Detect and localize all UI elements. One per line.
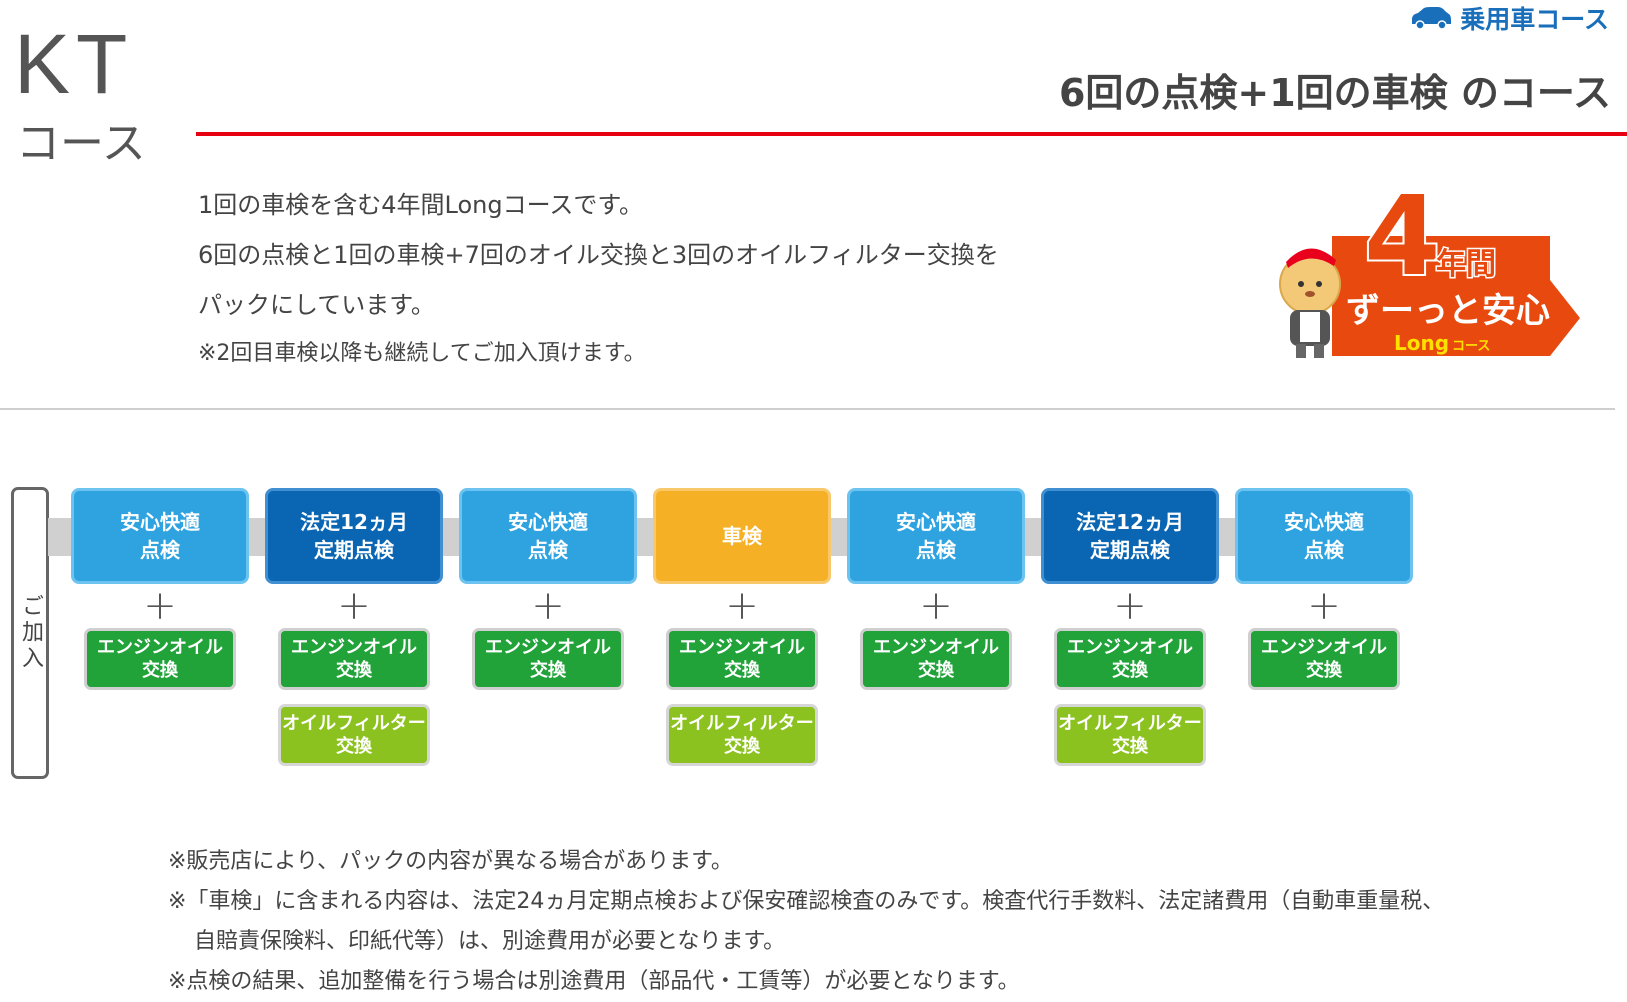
oil-filter-box: オイルフィルター 交換 bbox=[666, 704, 818, 766]
inspection-label: 法定12ヵ月 bbox=[1076, 510, 1184, 534]
engine-oil-label: 交換 bbox=[724, 660, 760, 681]
inspection-label: 定期点検 bbox=[314, 538, 394, 562]
inspection-label: 点検 bbox=[916, 538, 956, 562]
car-icon bbox=[1412, 7, 1452, 30]
timeline-step: 安心快適 点検 + エンジンオイル 交換 bbox=[847, 488, 1025, 690]
engine-oil-label: 交換 bbox=[1306, 660, 1342, 681]
heading-divider bbox=[196, 132, 1627, 136]
timeline-step: 車検 + エンジンオイル 交換 オイルフィルター 交換 bbox=[653, 488, 831, 766]
engine-oil-label: 交換 bbox=[1112, 660, 1148, 681]
plus-icon: + bbox=[1113, 583, 1147, 629]
engine-oil-box: エンジンオイル 交換 bbox=[1248, 628, 1400, 690]
engine-oil-box: エンジンオイル 交換 bbox=[278, 628, 430, 690]
mascot-icon bbox=[1279, 248, 1341, 358]
plus-icon: + bbox=[919, 583, 953, 629]
inspection-box: 安心快適 点検 bbox=[459, 488, 637, 584]
footnote: ※販売店により、パックの内容が異なる場合があります。 bbox=[168, 849, 733, 874]
logo-years: 4 bbox=[1364, 180, 1441, 300]
oil-filter-box: オイルフィルター 交換 bbox=[1054, 704, 1206, 766]
oil-filter-label: オイルフィルター bbox=[282, 713, 426, 734]
description-line: 1回の車検を含む4年間Longコースです。 bbox=[198, 191, 644, 219]
description-line: パックにしています。 bbox=[198, 291, 435, 319]
engine-oil-label: エンジンオイル bbox=[1261, 637, 1387, 658]
engine-oil-box: エンジンオイル 交換 bbox=[472, 628, 624, 690]
engine-oil-box: エンジンオイル 交換 bbox=[860, 628, 1012, 690]
footnote: ※「車検」に含まれる内容は、法定24ヵ月定期点検および保安確認検査のみです。検査… bbox=[168, 889, 1445, 914]
plus-icon: + bbox=[531, 583, 565, 629]
shaken-box: 車検 bbox=[653, 488, 831, 584]
engine-oil-box: エンジンオイル 交換 bbox=[84, 628, 236, 690]
inspection-box: 法定12ヵ月 定期点検 bbox=[1041, 488, 1219, 584]
category-label: 乗用車コース bbox=[1460, 5, 1609, 34]
course-subtitle: コース bbox=[16, 118, 146, 169]
oil-filter-label: オイルフィルター bbox=[1058, 713, 1202, 734]
timeline-step: 安心快適 点検 + エンジンオイル 交換 bbox=[1235, 488, 1413, 690]
course-title: KT bbox=[14, 17, 134, 111]
engine-oil-box: エンジンオイル 交換 bbox=[666, 628, 818, 690]
inspection-label: 安心快適 bbox=[896, 510, 976, 534]
engine-oil-label: 交換 bbox=[918, 660, 954, 681]
inspection-box: 法定12ヵ月 定期点検 bbox=[265, 488, 443, 584]
engine-oil-label: エンジンオイル bbox=[1067, 637, 1193, 658]
inspection-label: 車検 bbox=[722, 524, 762, 548]
oil-filter-label: 交換 bbox=[336, 736, 372, 757]
timeline-step: 安心快適 点検 + エンジンオイル 交換 bbox=[459, 488, 637, 690]
join-marker: ご加入 bbox=[11, 487, 49, 779]
footnote: ※点検の結果、追加整備を行う場合は別途費用（部品代・工賃等）が必要となります。 bbox=[168, 969, 1020, 994]
oil-filter-label: 交換 bbox=[1112, 736, 1148, 757]
engine-oil-label: エンジンオイル bbox=[679, 637, 805, 658]
plus-icon: + bbox=[1307, 583, 1341, 629]
logo-slogan: ずーっと安心 bbox=[1346, 291, 1550, 331]
inspection-box: 安心快適 点検 bbox=[71, 488, 249, 584]
inspection-label: 定期点検 bbox=[1090, 538, 1170, 562]
footnotes: ※販売店により、パックの内容が異なる場合があります。 ※「車検」に含まれる内容は… bbox=[168, 842, 1444, 1002]
description-line: 6回の点検と1回の車検+7回のオイル交換と3回のオイルフィルター交換を bbox=[198, 241, 999, 269]
engine-oil-label: 交換 bbox=[142, 660, 178, 681]
description-note: ※2回目車検以降も継続してご加入頂けます。 bbox=[198, 341, 646, 366]
timeline-step: 法定12ヵ月 定期点検 + エンジンオイル 交換 オイルフィルター 交換 bbox=[1041, 488, 1219, 766]
plus-icon: + bbox=[143, 583, 177, 629]
course-description: 1回の車検を含む4年間Longコースです。 6回の点検と1回の車検+7回のオイル… bbox=[198, 180, 999, 378]
plus-icon: + bbox=[725, 583, 759, 629]
inspection-label: 点検 bbox=[1304, 538, 1344, 562]
inspection-label: 法定12ヵ月 bbox=[300, 510, 408, 534]
long-course-logo: 4 年間 ずーっと安心 Long コース bbox=[1279, 180, 1580, 358]
inspection-box: 安心快適 点検 bbox=[847, 488, 1025, 584]
inspection-label: 点検 bbox=[140, 538, 180, 562]
category-badge: 乗用車コース bbox=[1410, 0, 1609, 36]
engine-oil-label: エンジンオイル bbox=[97, 637, 223, 658]
engine-oil-label: エンジンオイル bbox=[485, 637, 611, 658]
logo-years-label: 年間 bbox=[1436, 247, 1496, 282]
engine-oil-label: 交換 bbox=[336, 660, 372, 681]
engine-oil-box: エンジンオイル 交換 bbox=[1054, 628, 1206, 690]
inspection-label: 点検 bbox=[528, 538, 568, 562]
section-divider bbox=[0, 408, 1615, 410]
join-label: ご加入 bbox=[18, 594, 43, 672]
course-heading: 6回の点検+1回の車検 のコース bbox=[1058, 71, 1611, 115]
oil-filter-label: オイルフィルター bbox=[670, 713, 814, 734]
timeline-step: 法定12ヵ月 定期点検 + エンジンオイル 交換 オイルフィルター 交換 bbox=[265, 488, 443, 766]
logo-course-suffix: コース bbox=[1452, 339, 1490, 354]
inspection-label: 安心快適 bbox=[1284, 510, 1364, 534]
timeline-step: 安心快適 点検 + エンジンオイル 交換 bbox=[71, 488, 249, 690]
inspection-label: 安心快適 bbox=[120, 510, 200, 534]
engine-oil-label: エンジンオイル bbox=[291, 637, 417, 658]
inspection-label: 安心快適 bbox=[508, 510, 588, 534]
engine-oil-label: 交換 bbox=[530, 660, 566, 681]
footnote: 自賠責保険料、印紙代等）は、別途費用が必要となります。 bbox=[194, 929, 786, 954]
oil-filter-label: 交換 bbox=[724, 736, 760, 757]
plus-icon: + bbox=[337, 583, 371, 629]
logo-course-name: Long bbox=[1394, 331, 1449, 355]
engine-oil-label: エンジンオイル bbox=[873, 637, 999, 658]
inspection-box: 安心快適 点検 bbox=[1235, 488, 1413, 584]
oil-filter-box: オイルフィルター 交換 bbox=[278, 704, 430, 766]
